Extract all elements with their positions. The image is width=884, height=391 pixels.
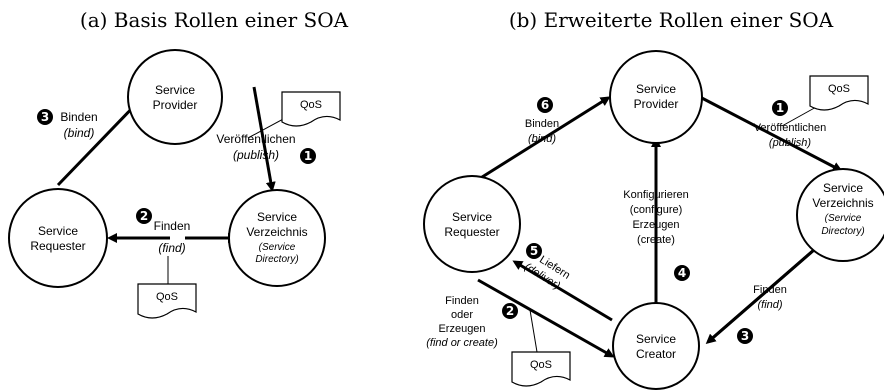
registry-sub-2: Directory) xyxy=(821,226,864,237)
edge-bind-a xyxy=(56,97,143,187)
service-requester-node-a: Service Requester xyxy=(8,188,108,288)
qos-connector-publish-b xyxy=(781,105,819,127)
caption-a: (a) Basis Rollen einer SOA xyxy=(80,8,349,32)
bind-label-a: Binden xyxy=(60,110,97,124)
svg-text:(create): (create) xyxy=(637,234,675,246)
service-provider-node-b: Service Provider xyxy=(609,50,703,144)
svg-text:6: 6 xyxy=(541,98,549,112)
svg-text:2: 2 xyxy=(506,304,514,318)
svg-text:4: 4 xyxy=(678,266,686,280)
qos-label: QoS xyxy=(300,99,322,111)
find-create-label-b: Finden oder Erzeugen (find or create) xyxy=(426,295,498,349)
qos-document-publish-b: QoS xyxy=(809,75,869,111)
edge-find-create-b xyxy=(477,278,615,358)
edge-find-b-right xyxy=(707,234,833,344)
bind-label-b: Binden xyxy=(525,118,559,130)
step-badge-2-a: 2 xyxy=(136,208,152,224)
provider-label-1: Service xyxy=(155,83,195,97)
svg-text:3: 3 xyxy=(741,329,749,343)
bind-sub-b: (bind) xyxy=(528,133,556,145)
svg-text:Finden: Finden xyxy=(445,295,479,307)
publish-sub-b: (publish) xyxy=(769,137,812,149)
qos-document-publish-a: QoS xyxy=(281,91,341,127)
bind-sub-a: (bind) xyxy=(64,126,95,140)
requester-label-1: Service xyxy=(452,210,492,224)
svg-text:Erzeugen: Erzeugen xyxy=(438,323,485,335)
qos-connector-find-create-b xyxy=(529,309,539,359)
svg-text:(configure): (configure) xyxy=(630,204,683,216)
requester-label-2: Requester xyxy=(30,239,85,253)
svg-text:Konfigurieren: Konfigurieren xyxy=(623,189,688,201)
svg-text:1: 1 xyxy=(776,101,784,115)
provider-label-2: Provider xyxy=(634,97,679,111)
publish-label-a: Veröffentlichen xyxy=(216,132,295,146)
find-label-a: Finden xyxy=(154,219,191,233)
service-registry-node-a: Service Verzeichnis (Service Directory) xyxy=(228,189,326,287)
service-requester-node-b: Service Requester xyxy=(423,175,521,273)
edge-publish-b xyxy=(697,94,843,172)
svg-text:2: 2 xyxy=(140,209,148,223)
registry-sub-1: (Service xyxy=(825,213,862,224)
panel-b: (b) Erweiterte Rollen einer SOA Service … xyxy=(423,8,884,390)
step-badge-3-a: 3 xyxy=(37,109,53,125)
registry-label-1: Service xyxy=(823,181,863,195)
service-creator-node-b: Service Creator xyxy=(612,302,700,390)
svg-text:3: 3 xyxy=(41,110,49,124)
step-badge-4-b: 4 xyxy=(674,265,690,281)
creator-label-1: Service xyxy=(636,332,676,346)
step-badge-6-b: 6 xyxy=(537,97,553,113)
configure-label-b: Konfigurieren (configure) Erzeugen (crea… xyxy=(623,189,688,246)
service-registry-node-b: Service Verzeichnis (Service Directory) xyxy=(796,168,884,262)
svg-text:(find or create): (find or create) xyxy=(426,337,498,349)
edge-deliver-b xyxy=(512,260,613,322)
qos-document-find-a: QoS xyxy=(137,283,197,319)
svg-text:oder: oder xyxy=(451,309,473,321)
creator-label-2: Creator xyxy=(636,347,676,361)
qos-label: QoS xyxy=(530,359,552,371)
step-badge-3-b: 3 xyxy=(737,328,753,344)
step-badge-5-b: 5 xyxy=(526,243,542,259)
step-badge-1-a: 1 xyxy=(300,148,316,164)
step-badge-2-b: 2 xyxy=(502,303,518,319)
requester-label-1: Service xyxy=(38,224,78,238)
registry-label-2: Verzeichnis xyxy=(246,225,307,239)
publish-sub-a: (publish) xyxy=(233,148,279,162)
registry-sub-1: (Service xyxy=(259,242,296,253)
svg-text:Erzeugen: Erzeugen xyxy=(632,219,679,231)
registry-label-1: Service xyxy=(257,210,297,224)
service-provider-node-a: Service Provider xyxy=(127,49,223,145)
registry-label-2: Verzeichnis xyxy=(812,196,873,210)
step-badge-1-b: 1 xyxy=(772,100,788,116)
svg-text:1: 1 xyxy=(304,149,312,163)
find-label-b: Finden xyxy=(753,284,787,296)
qos-label: QoS xyxy=(156,291,178,303)
find-sub-a: (find) xyxy=(158,241,185,255)
panel-a: (a) Basis Rollen einer SOA Service Provi… xyxy=(8,8,349,319)
qos-label: QoS xyxy=(828,83,850,95)
registry-sub-2: Directory) xyxy=(255,254,298,265)
caption-b: (b) Erweiterte Rollen einer SOA xyxy=(509,8,834,32)
svg-text:5: 5 xyxy=(530,244,538,258)
find-sub-b: (find) xyxy=(757,299,782,311)
provider-label-1: Service xyxy=(636,82,676,96)
requester-label-2: Requester xyxy=(444,225,499,239)
edge-bind-b xyxy=(470,96,611,186)
qos-document-find-create-b: QoS xyxy=(511,351,571,387)
edge-publish-a xyxy=(252,86,276,192)
provider-label-2: Provider xyxy=(153,98,198,112)
publish-label-b: Veröffentlichen xyxy=(754,122,827,134)
